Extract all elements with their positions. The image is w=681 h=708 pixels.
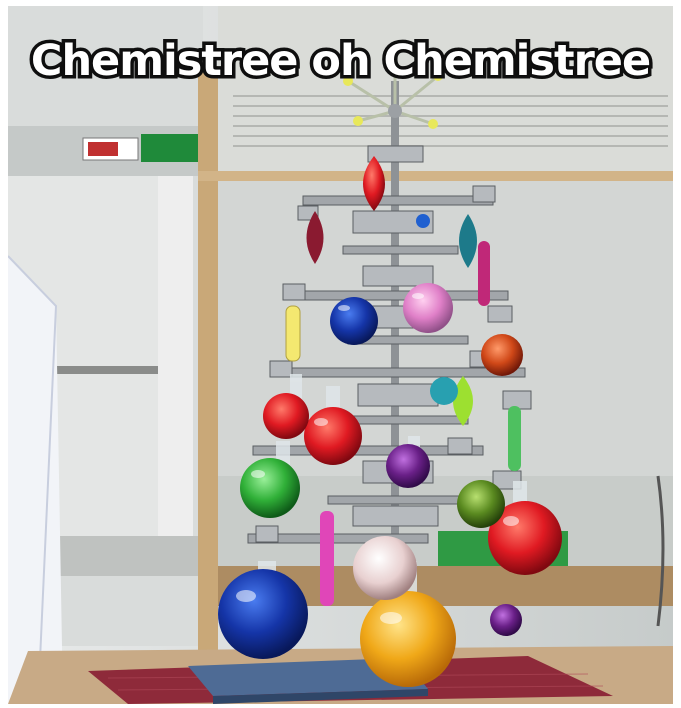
flask-blue-small	[330, 297, 378, 345]
flask-pink	[403, 283, 453, 333]
flask-yellow	[360, 591, 456, 687]
flask-orange	[481, 334, 523, 376]
flask-purple-bottom	[490, 604, 522, 636]
meme-caption: Chemistree oh Chemistree	[27, 33, 654, 90]
flask-green	[240, 458, 300, 518]
flask-clear	[353, 536, 417, 600]
flask-red-small	[263, 393, 309, 439]
meme-image: Chemistree oh Chemistree	[8, 6, 673, 704]
flask-olive	[457, 480, 505, 528]
flask-red	[304, 407, 362, 465]
flask-purple	[386, 444, 430, 488]
photo-scene	[8, 6, 673, 704]
flask-blue	[218, 569, 308, 659]
